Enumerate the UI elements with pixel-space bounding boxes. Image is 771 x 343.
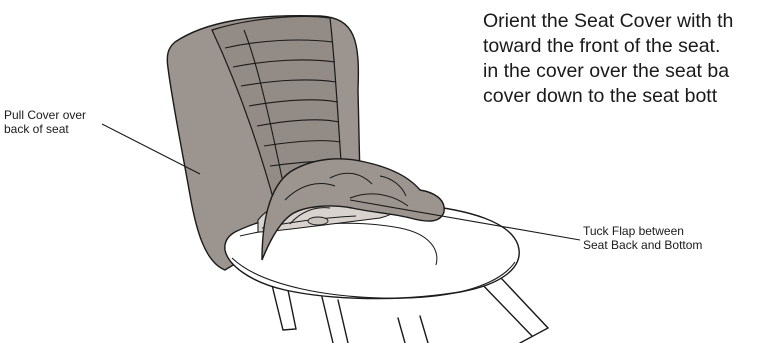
instruction-line: in the cover over the seat ba xyxy=(483,59,771,84)
instruction-line: Orient the Seat Cover with th xyxy=(483,9,771,34)
callout-line: Pull Cover over xyxy=(4,108,86,122)
callout-line: Tuck Flap between xyxy=(583,224,702,238)
callout-line: back of seat xyxy=(4,122,86,136)
instruction-line: cover down to the seat bott xyxy=(483,84,771,109)
instruction-line: toward the front of the seat. xyxy=(483,34,771,59)
pull-cover-callout: Pull Cover over back of seat xyxy=(4,108,86,136)
tuck-flap-callout: Tuck Flap between Seat Back and Bottom xyxy=(583,224,702,252)
callout-line: Seat Back and Bottom xyxy=(583,238,702,252)
instruction-text: Orient the Seat Cover with th toward the… xyxy=(483,9,771,109)
tuck-flap-tab xyxy=(308,217,328,225)
